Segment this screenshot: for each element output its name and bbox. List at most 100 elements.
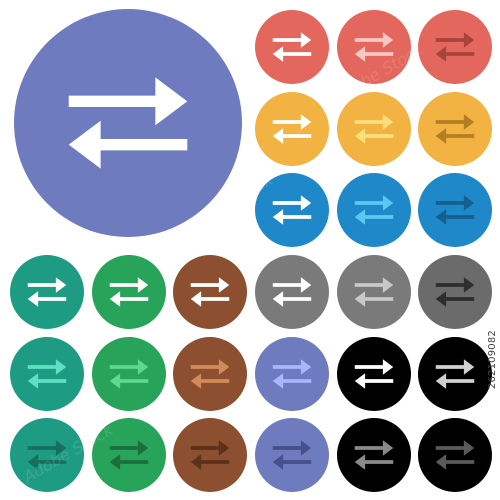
left-arrow-icon (27, 373, 67, 389)
exchange-arrows-icon (418, 173, 492, 247)
right-arrow-icon (354, 277, 394, 293)
right-arrow-icon (435, 359, 475, 375)
right-arrow-icon (435, 440, 475, 456)
exchange-icon-variant (337, 10, 411, 84)
icon-background-circle (337, 173, 411, 247)
exchange-arrows-icon (418, 337, 492, 411)
right-arrow-icon (272, 114, 312, 130)
exchange-arrows-icon (255, 418, 329, 492)
exchange-arrows-icon (418, 10, 492, 84)
icon-background-circle (337, 337, 411, 411)
exchange-icon-variant (10, 418, 84, 492)
icon-background-circle (418, 337, 492, 411)
exchange-icon-variant (337, 418, 411, 492)
left-arrow-icon (354, 291, 394, 307)
exchange-icon-variant (418, 10, 492, 84)
exchange-arrows-icon (255, 255, 329, 329)
exchange-icon-variant (418, 337, 492, 411)
right-arrow-icon (109, 359, 149, 375)
left-arrow-icon (109, 291, 149, 307)
icon-background-circle (92, 337, 166, 411)
exchange-arrows-icon (255, 173, 329, 247)
left-arrow-icon (190, 454, 230, 470)
icon-background-circle (255, 173, 329, 247)
left-arrow-icon (272, 373, 312, 389)
exchange-arrows-icon (337, 255, 411, 329)
icon-background-circle (337, 255, 411, 329)
icon-background-circle (418, 10, 492, 84)
icon-background-circle (255, 92, 329, 166)
right-arrow-icon (272, 359, 312, 375)
exchange-arrows-icon (337, 337, 411, 411)
exchange-arrows-icon (92, 337, 166, 411)
right-arrow-icon (435, 114, 475, 130)
right-arrow-icon (272, 195, 312, 211)
exchange-icon-variant (173, 255, 247, 329)
exchange-icon-variant (418, 418, 492, 492)
left-arrow-icon (354, 373, 394, 389)
left-arrow-icon (272, 128, 312, 144)
icon-background-circle (92, 418, 166, 492)
left-arrow-icon (435, 46, 475, 62)
exchange-arrows-icon (418, 255, 492, 329)
exchange-arrows-icon (337, 92, 411, 166)
right-arrow-icon (272, 32, 312, 48)
right-arrow-icon (354, 114, 394, 130)
icon-background-circle (255, 337, 329, 411)
icon-background-circle (10, 337, 84, 411)
left-arrow-icon (272, 291, 312, 307)
exchange-icon-variant (337, 337, 411, 411)
icon-background-circle (255, 418, 329, 492)
icon-background-circle (173, 255, 247, 329)
left-arrow-icon (272, 454, 312, 470)
exchange-icon-variant (92, 418, 166, 492)
left-arrow-icon (27, 454, 67, 470)
icon-background-circle (173, 337, 247, 411)
left-arrow-icon (272, 209, 312, 225)
exchange-arrows-icon (255, 92, 329, 166)
left-arrow-icon (354, 454, 394, 470)
icon-background-circle (10, 255, 84, 329)
right-arrow-icon (272, 277, 312, 293)
exchange-icon-variant (418, 92, 492, 166)
exchange-icon-variant (255, 10, 329, 84)
exchange-arrows-icon (337, 173, 411, 247)
icon-background-circle (92, 255, 166, 329)
exchange-arrows-icon (14, 9, 242, 237)
icon-background-circle (255, 255, 329, 329)
right-arrow-icon (354, 32, 394, 48)
icon-background-circle (337, 92, 411, 166)
right-arrow-icon (354, 440, 394, 456)
left-arrow-icon (27, 291, 67, 307)
icon-background-circle (418, 255, 492, 329)
exchange-arrows-icon (337, 418, 411, 492)
left-arrow-icon (354, 128, 394, 144)
left-arrow-icon (354, 46, 394, 62)
right-arrow-icon (435, 277, 475, 293)
exchange-icon-variant (255, 418, 329, 492)
right-arrow-icon (109, 440, 149, 456)
exchange-icon-variant (255, 92, 329, 166)
icon-background-circle (337, 418, 411, 492)
icon-background-circle (418, 418, 492, 492)
left-arrow-icon (435, 291, 475, 307)
exchange-icon-variant (173, 418, 247, 492)
exchange-arrows-icon (10, 255, 84, 329)
left-arrow-icon (68, 120, 188, 169)
right-arrow-icon (190, 277, 230, 293)
icon-background-circle (418, 92, 492, 166)
right-arrow-icon (27, 359, 67, 375)
icon-background-circle (10, 418, 84, 492)
right-arrow-icon (435, 32, 475, 48)
left-arrow-icon (435, 128, 475, 144)
exchange-icon-variant (418, 173, 492, 247)
right-arrow-icon (27, 440, 67, 456)
exchange-arrows-icon (92, 255, 166, 329)
right-arrow-icon (354, 359, 394, 375)
exchange-icon-variant (337, 173, 411, 247)
icon-background-circle (14, 9, 242, 237)
exchange-arrows-icon (10, 337, 84, 411)
exchange-icon-variant (10, 337, 84, 411)
left-arrow-icon (435, 454, 475, 470)
left-arrow-icon (354, 209, 394, 225)
